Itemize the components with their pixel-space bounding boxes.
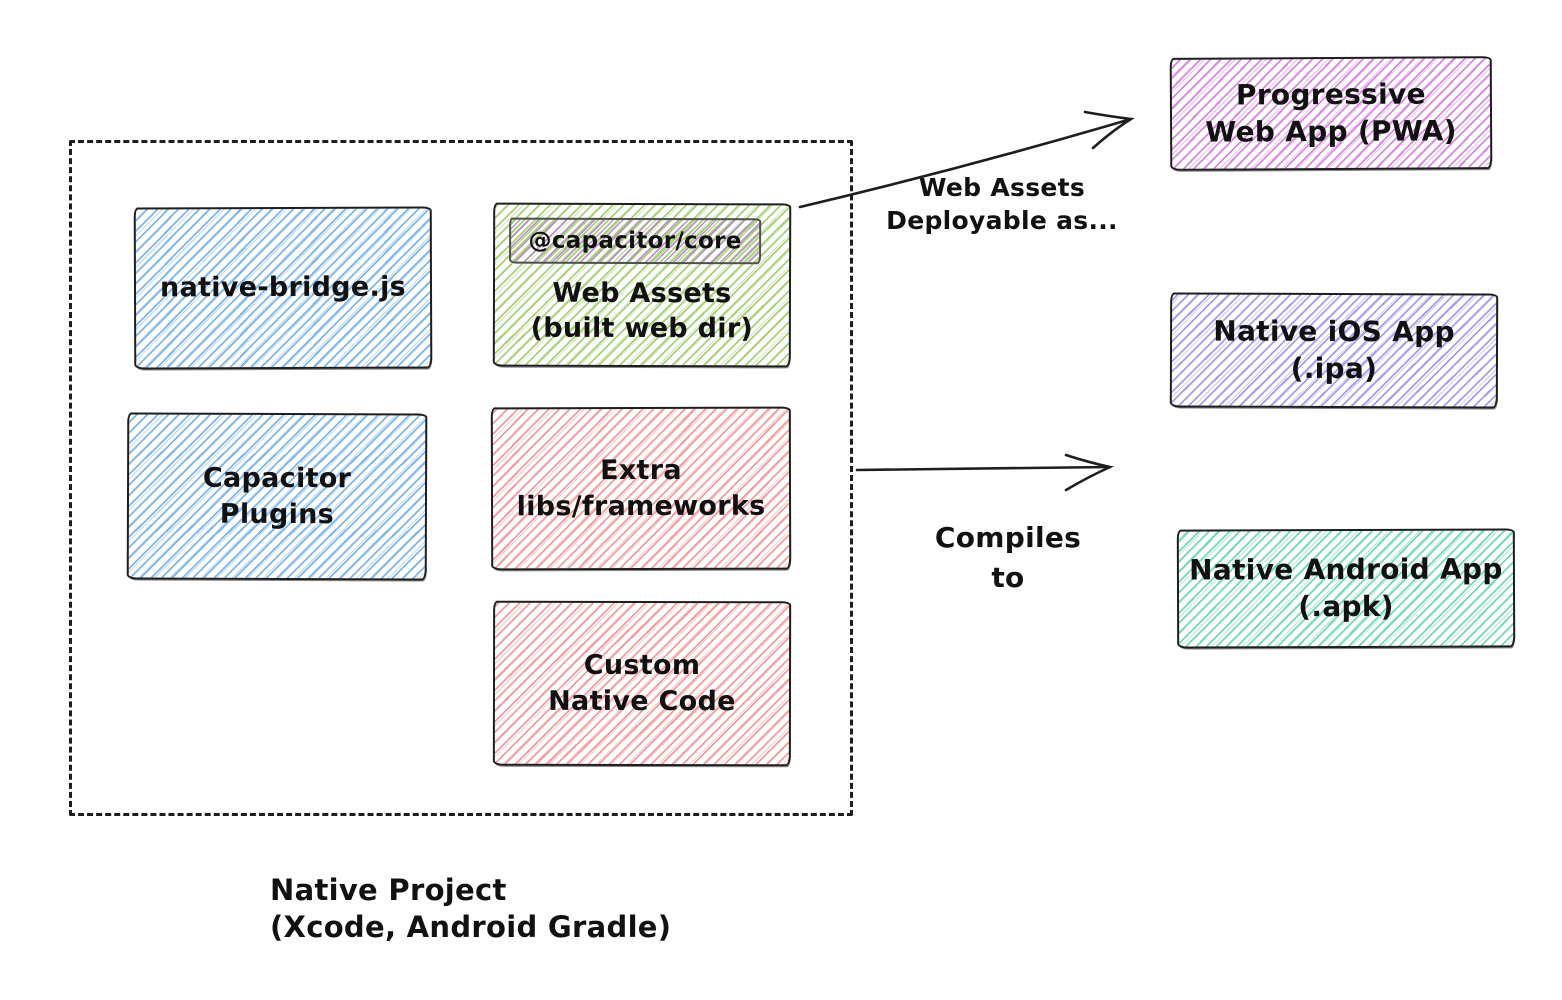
deploy-arrowhead — [1083, 110, 1135, 150]
web-assets-box: @capacitor/core Web Assets (built web di… — [492, 202, 792, 368]
custom-native-code-label-line1: Custom — [583, 649, 701, 681]
compile-arrow-label: Compiles to — [908, 518, 1108, 598]
capacitor-plugins-label-line1: Capacitor — [202, 462, 352, 495]
native-project-caption-line1: Native Project — [270, 873, 507, 907]
native-project-caption: Native Project (Xcode, Android Gradle) — [270, 872, 690, 945]
web-assets-label-line1: Web Assets — [552, 277, 732, 309]
pwa-label-line2: Web App (PWA) — [1205, 113, 1457, 149]
deploy-arrow-label: Web Assets Deployable as... — [872, 172, 1132, 237]
native-bridge-box: native-bridge.js — [133, 206, 433, 370]
deploy-arrow-label-line1: Web Assets — [918, 173, 1086, 202]
web-assets-label-line2: (built web dir) — [530, 313, 754, 345]
extra-libs-label-line2: libs/frameworks — [516, 490, 766, 522]
native-android-app-box: Native Android App (.apk) — [1176, 528, 1516, 649]
compile-arrow-label-line2: to — [991, 560, 1025, 594]
android-label-line2: (.apk) — [1298, 589, 1394, 623]
capacitor-core-chip: @capacitor/core — [509, 217, 762, 265]
capacitor-plugins-label-line2: Plugins — [219, 498, 335, 530]
capacitor-plugins-box: Capacitor Plugins — [126, 412, 428, 581]
custom-native-code-label-line2: Native Code — [548, 685, 736, 717]
native-project-caption-line2: (Xcode, Android Gradle) — [270, 909, 672, 944]
native-bridge-label: native-bridge.js — [159, 271, 407, 304]
native-project-container: native-bridge.js @capacitor/core Web Ass… — [69, 140, 853, 816]
compile-arrowhead — [1064, 453, 1115, 492]
pwa-label-line1: Progressive — [1235, 77, 1426, 112]
deploy-arrow-label-line2: Deployable as... — [886, 205, 1118, 235]
extra-libs-label-line1: Extra — [600, 454, 682, 486]
android-label-line1: Native Android App — [1189, 551, 1503, 587]
pwa-box: Progressive Web App (PWA) — [1169, 56, 1493, 171]
ios-label-line1: Native iOS App — [1213, 314, 1455, 348]
custom-native-code-box: Custom Native Code — [492, 600, 792, 767]
capacitor-core-label: @capacitor/core — [528, 227, 742, 255]
compile-arrow — [855, 465, 1112, 472]
compile-arrow-label-line1: Compiles — [934, 521, 1082, 554]
native-ios-app-box: Native iOS App (.ipa) — [1169, 292, 1499, 409]
extra-libs-box: Extra libs/frameworks — [490, 406, 792, 571]
ios-label-line2: (.ipa) — [1290, 351, 1378, 385]
